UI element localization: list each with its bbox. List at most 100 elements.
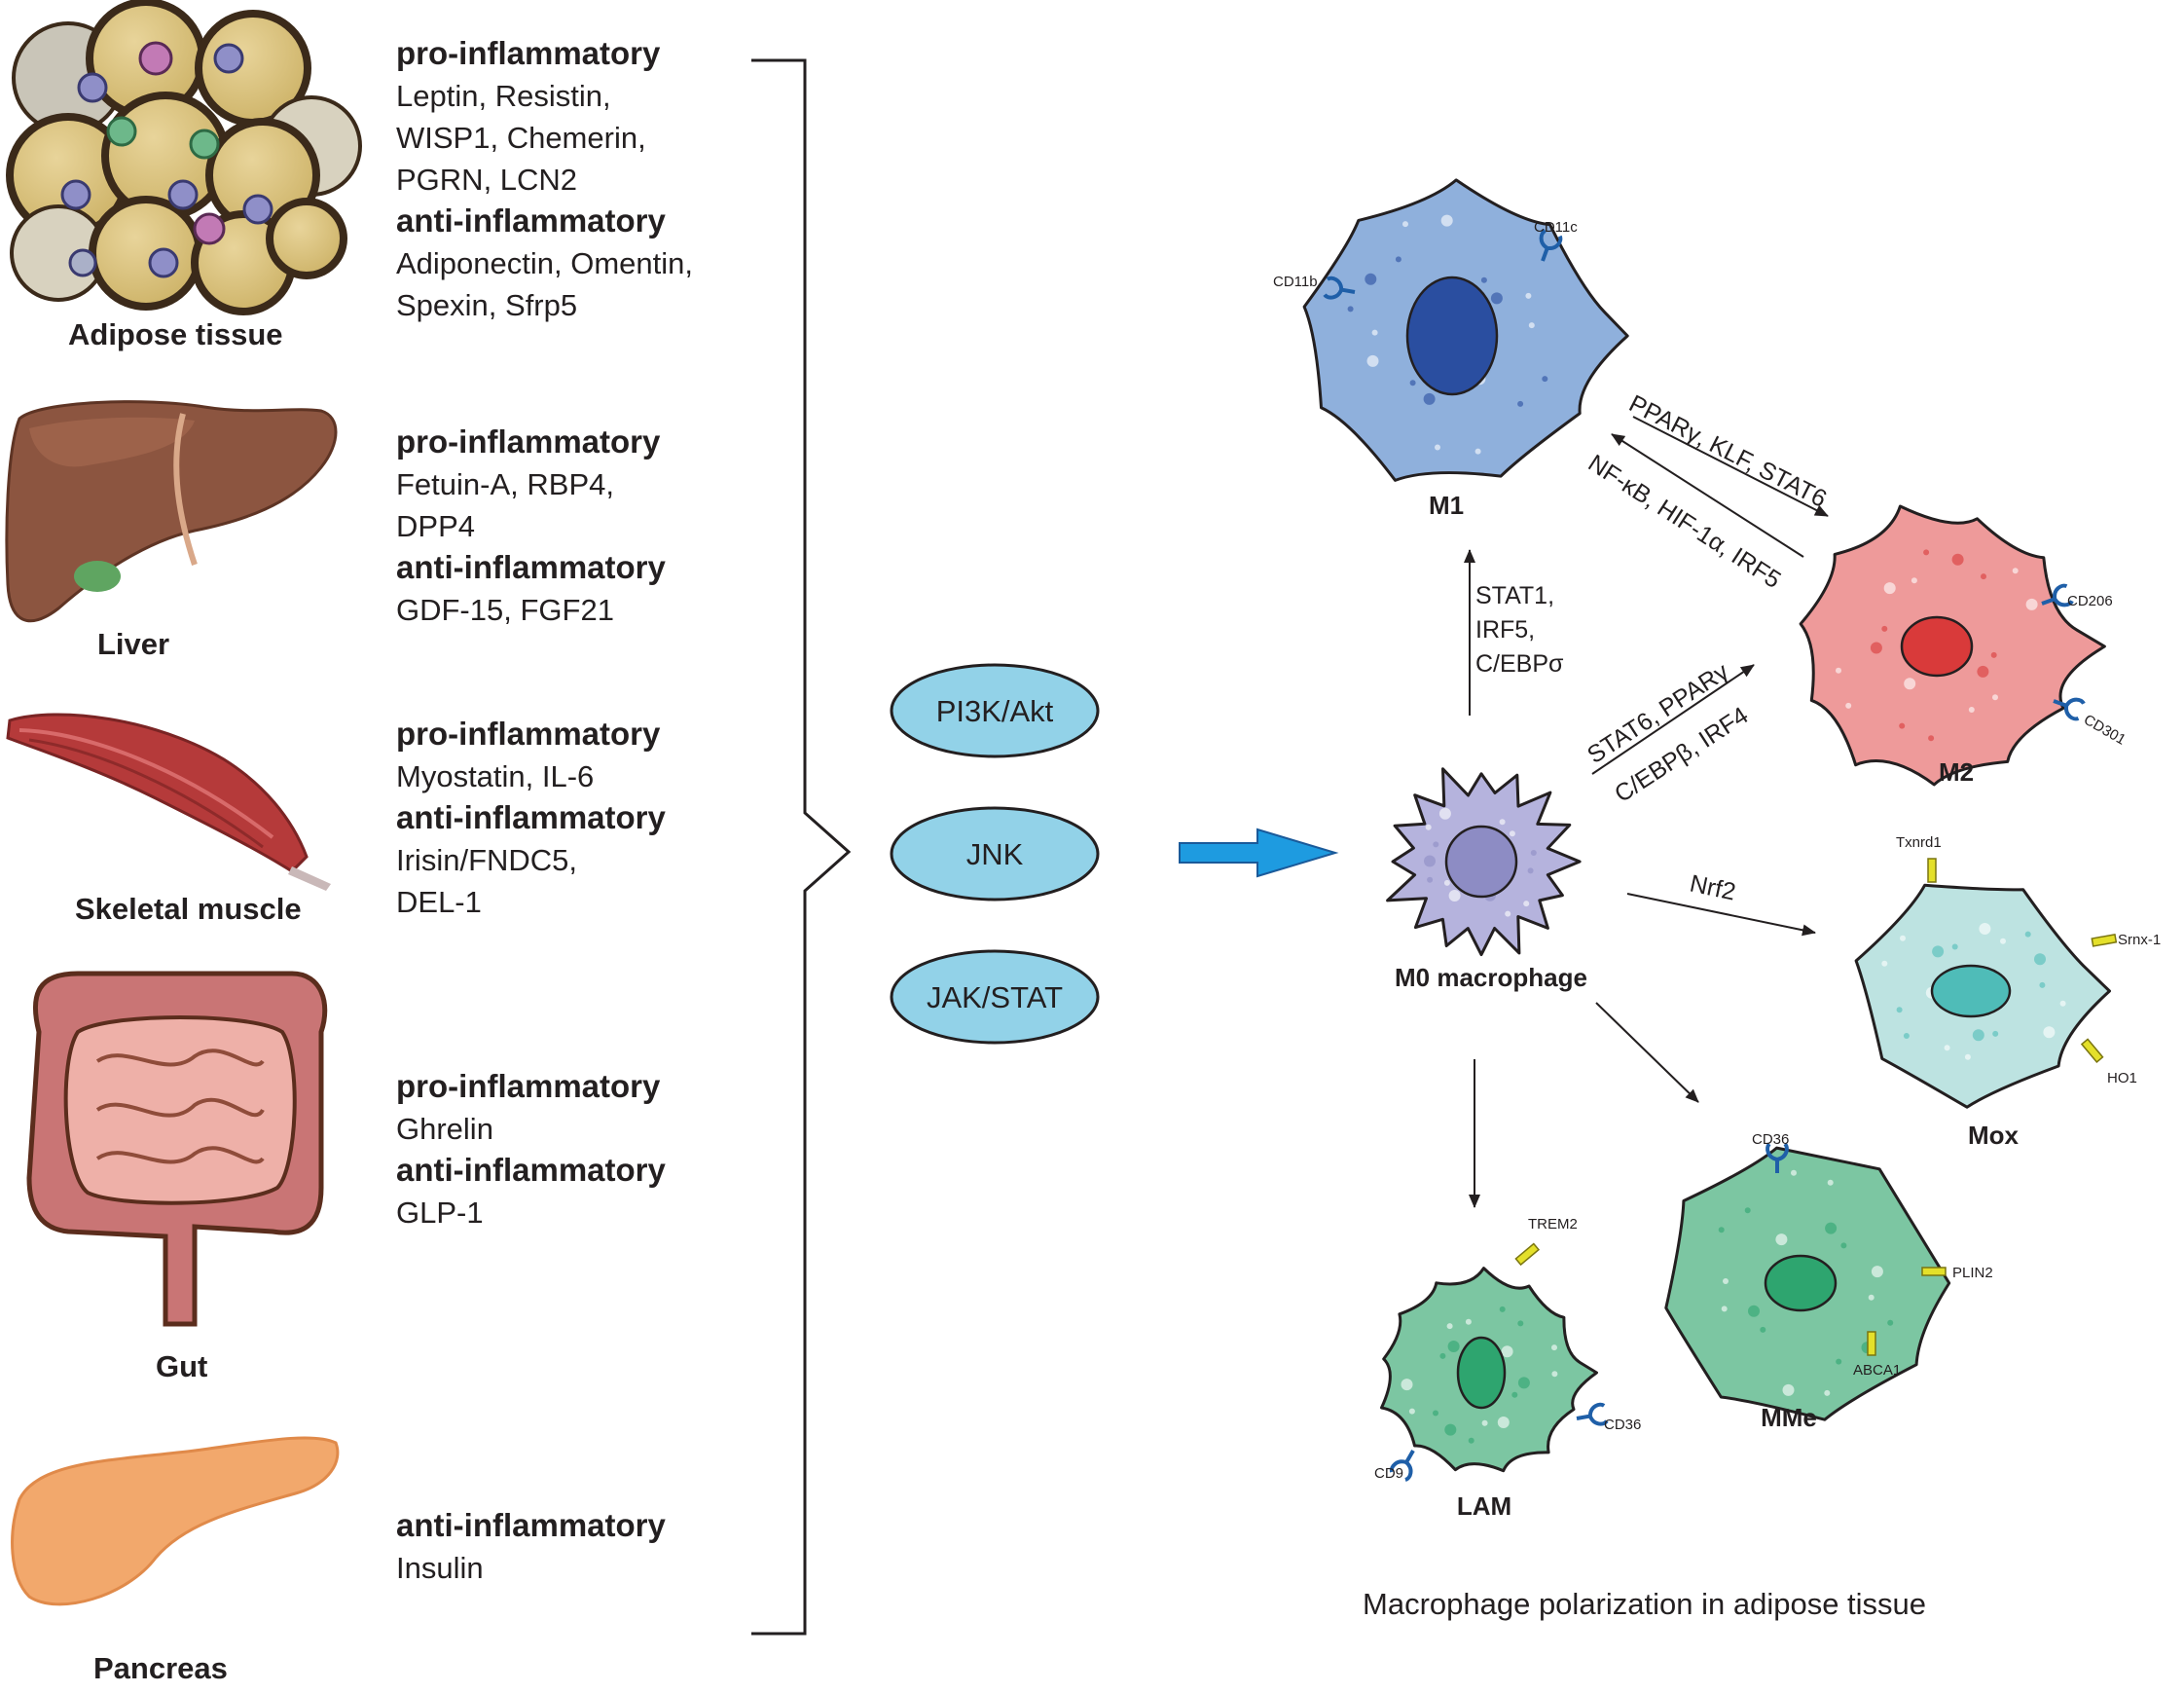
arrow-m0-to-mme <box>1595 1002 1699 1103</box>
factor-line: Leptin, Resistin, <box>396 79 611 113</box>
cell-granule <box>1371 329 1378 336</box>
factor-heading: pro-inflammatory <box>396 423 661 460</box>
cell-granule <box>1517 1377 1530 1389</box>
cell-nucleus <box>1764 1254 1838 1312</box>
cell-granule <box>2025 598 2038 610</box>
m0-to-m2-label-a: STAT6, PPARγ <box>1583 657 1733 769</box>
cell-granule <box>1433 1410 1438 1417</box>
adipose-tissue-illustration <box>6 0 362 315</box>
cell-granule <box>1446 1323 1453 1330</box>
cell-granule <box>1932 945 1945 958</box>
organ-label: Liver <box>97 627 169 661</box>
receptor-bar-icon <box>1921 1267 1947 1276</box>
cell-granule <box>1775 1233 1788 1246</box>
receptor-y-icon <box>2053 697 2086 721</box>
cell-granule <box>1490 292 1503 305</box>
cell-granule <box>1505 910 1511 917</box>
receptor-bar-icon <box>2091 934 2118 947</box>
factor-line: Irisin/FNDC5, <box>396 843 577 877</box>
arrow-m2-to-m1 <box>1611 433 1804 558</box>
cell-nucleus <box>1900 615 1974 678</box>
receptor-y-icon <box>2041 583 2074 607</box>
cell-granule <box>1525 292 1532 299</box>
cell-granule <box>1425 824 1432 830</box>
cell-granule <box>1904 678 1916 690</box>
factor-line: Adiponectin, Omentin, <box>396 246 693 280</box>
cell-granule <box>1443 879 1450 886</box>
cell-granule <box>1968 707 1975 713</box>
cell-granule <box>1899 722 1906 729</box>
cell-granule <box>1836 667 1841 674</box>
organ-label: Pancreas <box>93 1651 228 1685</box>
cell-granule <box>1972 1029 1984 1042</box>
cell-granule <box>1791 1169 1797 1176</box>
cell-nucleus <box>1444 825 1518 899</box>
cell-granule <box>1840 1242 1847 1249</box>
cell-granule <box>1881 960 1888 967</box>
cell-granule <box>1448 890 1461 902</box>
cell-nucleus <box>1930 964 2012 1018</box>
cell-granule <box>1979 923 1991 935</box>
cell-label: MMe <box>1761 1403 1817 1432</box>
factor-heading: anti-inflammatory <box>396 1152 667 1188</box>
marker-label: Srnx-1 <box>2118 932 2161 948</box>
marker-label: PLIN2 <box>1952 1265 1993 1281</box>
cell-granule <box>1424 855 1436 867</box>
factor-line: Fetuin-A, RBP4, <box>396 467 614 501</box>
grouping-brace <box>751 58 852 1636</box>
cell-granule <box>1501 1345 1513 1358</box>
cell-granule <box>2024 931 2031 938</box>
marker-label: TREM2 <box>1528 1216 1578 1233</box>
cell-granule <box>1836 1358 1842 1365</box>
cell-granule <box>2000 938 2006 944</box>
cell-granule <box>2059 1000 2066 1007</box>
cell-granule <box>2012 568 2019 574</box>
marker-label: CD206 <box>2067 593 2113 609</box>
pathway-ellipse <box>890 663 1100 758</box>
factor-line: Insulin <box>396 1551 484 1585</box>
factor-line: GDF-15, FGF21 <box>396 593 614 627</box>
cell-nucleus <box>1456 1336 1507 1410</box>
arrow-m0-to-mox <box>1626 893 1816 937</box>
cell-granule <box>1782 1383 1795 1396</box>
cell-granule <box>1992 694 1998 701</box>
factor-heading: pro-inflammatory <box>396 1068 661 1104</box>
cell-granule <box>1511 1391 1518 1398</box>
cell-granule <box>1990 651 1997 658</box>
pancreas-illustration <box>11 1436 340 1606</box>
cell-granule <box>1365 273 1377 285</box>
cell-granule <box>1870 642 1882 654</box>
cell-granule <box>1499 819 1506 826</box>
cell-m2: M2 <box>1799 504 2106 787</box>
receptor-bar-icon <box>2080 1038 2104 1064</box>
marker-label: CD11b <box>1273 274 1318 290</box>
factor-line: Spexin, Sfrp5 <box>396 288 577 322</box>
m0-to-m1-line-3: C/EBPσ <box>1475 650 1564 678</box>
marker-label: CD36 <box>1604 1417 1641 1433</box>
cell-granule <box>1923 549 1930 556</box>
cell-granule <box>1474 448 1481 455</box>
factor-heading: anti-inflammatory <box>396 549 667 585</box>
factor-heading: pro-inflammatory <box>396 35 661 71</box>
cell-granule <box>1402 221 1408 228</box>
m0-to-m1-line-2: IRF5, <box>1475 616 1535 644</box>
cell-m0: M0 macrophage <box>1386 767 1587 992</box>
organ-label: Gut <box>156 1349 207 1383</box>
receptor-y-icon <box>1389 1450 1415 1482</box>
cell-granule <box>1366 354 1379 367</box>
skeletal-muscle-illustration <box>6 713 331 891</box>
cell-granule <box>1408 1408 1415 1415</box>
cell-granule <box>1881 625 1888 632</box>
receptor-bar-icon <box>1867 1331 1876 1356</box>
cell-granule <box>1347 306 1354 313</box>
cell-granule <box>1827 1179 1834 1186</box>
cell-granule <box>1911 577 1917 584</box>
cell-granule <box>1951 553 1964 566</box>
pathway-ellipse <box>890 806 1100 902</box>
factor-line: GLP-1 <box>396 1196 484 1230</box>
cell-granule <box>1977 665 1989 678</box>
pathway-label: JNK <box>966 837 1024 871</box>
